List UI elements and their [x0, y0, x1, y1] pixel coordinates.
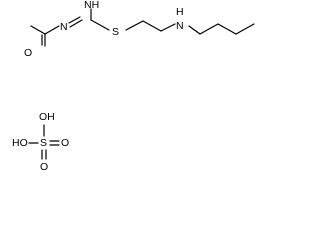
- molecule-isothiourea: O N NH S H N: [24, 0, 255, 59]
- bond-methyl-carbonyl: [30, 25, 46, 35]
- bond-butyl-c3-c4: [235, 23, 255, 35]
- bond-butyl-c2-c3: [217, 23, 237, 35]
- atom-label-hydroxyl-top: OH: [39, 111, 55, 123]
- bond-ch2-ch2: [142, 20, 162, 32]
- bond-butyl-c1-c2: [199, 23, 219, 35]
- atom-label-imine: NH: [84, 0, 99, 11]
- bond-ch2-amine: [160, 23, 176, 32]
- bond-amine-butyl-c1: [188, 25, 201, 35]
- atom-label-oxo-right: O: [61, 137, 69, 149]
- bond-nitrogen-amidine-carbon-2: [68, 16, 81, 24]
- atom-label-amine-h: H: [176, 6, 184, 18]
- bond-amidine-sulfur: [90, 19, 110, 31]
- bond-nitrogen-amidine-carbon: [69, 19, 83, 28]
- bond-carbonyl-nitrogen: [44, 25, 60, 35]
- atom-label-hydroxyl-left: HO: [12, 137, 28, 149]
- atom-label-sulfur-center: S: [40, 137, 47, 149]
- atom-label-amine-n: N: [176, 20, 184, 32]
- atom-label-oxo-bottom: O: [40, 161, 48, 173]
- chemical-structure-diagram: O N NH S H N OH HO S O O: [12, 0, 255, 173]
- molecule-sulfuric-acid: OH HO S O O: [12, 111, 69, 173]
- atom-label-oxygen: O: [24, 47, 32, 59]
- atom-label-sulfur: S: [112, 26, 119, 38]
- atom-label-nitrogen: N: [60, 21, 68, 33]
- bond-sulfur-ch2: [125, 20, 144, 31]
